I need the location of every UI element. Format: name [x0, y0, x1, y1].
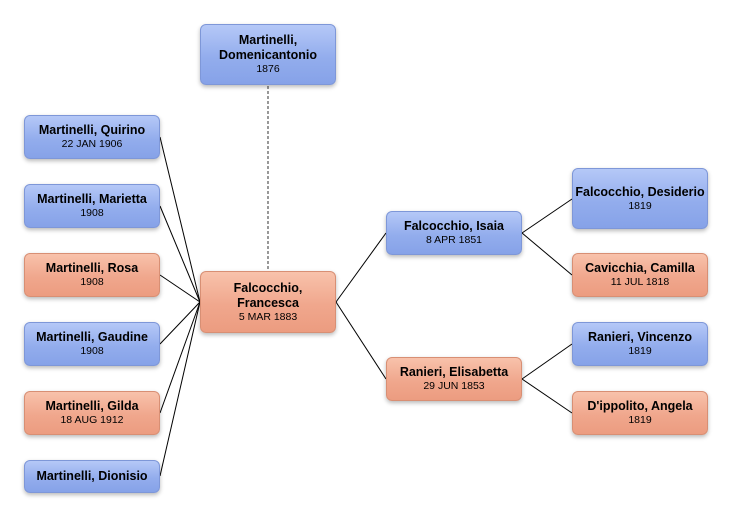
person-card-francesca-focus[interactable]: Falcocchio, Francesca 5 MAR 1883 [200, 271, 336, 333]
person-date: 1819 [628, 414, 652, 426]
person-date: 11 JUL 1818 [610, 276, 670, 288]
connector-child-rosa [159, 274, 201, 303]
person-date: 5 MAR 1883 [238, 310, 298, 323]
connector-isaia-desiderio [521, 198, 573, 234]
connector-child-dionisio [159, 301, 201, 477]
person-card-desiderio[interactable]: Falcocchio, Desiderio 1819 [572, 168, 708, 229]
connector-focus-mother [335, 301, 387, 380]
person-card-gaudine[interactable]: Martinelli, Gaudine 1908 [24, 322, 160, 366]
person-date: 1908 [80, 207, 104, 219]
connector-elisabetta-angela [521, 378, 573, 414]
person-card-rosa[interactable]: Martinelli, Rosa 1908 [24, 253, 160, 297]
person-name: Ranieri, Vincenzo [588, 330, 692, 344]
person-name: Martinelli, Gilda [45, 399, 139, 413]
person-date: 1908 [80, 345, 104, 357]
person-card-isaia[interactable]: Falcocchio, Isaia 8 APR 1851 [386, 211, 522, 255]
connector-child-gilda [159, 301, 201, 414]
person-date: 1819 [628, 345, 652, 357]
person-name: Martinelli, Dionisio [36, 469, 148, 483]
person-name: D'ippolito, Angela [587, 399, 693, 413]
person-name: Martinelli, Rosa [45, 261, 139, 275]
connector-isaia-camilla [521, 232, 573, 276]
person-name: Martinelli, Gaudine [36, 330, 148, 344]
person-date: 1819 [628, 199, 652, 212]
connector-focus-father [335, 232, 387, 303]
person-card-marietta[interactable]: Martinelli, Marietta 1908 [24, 184, 160, 228]
person-date: 22 JAN 1906 [61, 138, 123, 150]
person-card-dionisio[interactable]: Martinelli, Dionisio [24, 460, 160, 493]
person-name: Martinelli, Quirino [38, 123, 146, 137]
person-card-angela[interactable]: D'ippolito, Angela 1819 [572, 391, 708, 435]
person-name: Falcocchio, Isaia [403, 219, 505, 233]
person-date: 18 AUG 1912 [60, 414, 124, 426]
person-date: 1908 [80, 276, 104, 288]
person-card-vincenzo[interactable]: Ranieri, Vincenzo 1819 [572, 322, 708, 366]
connector-elisabetta-vincenzo [521, 343, 573, 380]
person-card-quirino[interactable]: Martinelli, Quirino 22 JAN 1906 [24, 115, 160, 159]
person-card-domenicantonio[interactable]: Martinelli, Domenicantonio 1876 [200, 24, 336, 85]
person-name: Falcocchio, Desiderio [575, 184, 705, 199]
person-name: Martinelli, Domenicantonio [219, 33, 317, 62]
person-card-elisabetta[interactable]: Ranieri, Elisabetta 29 JUN 1853 [386, 357, 522, 401]
connector-child-gaudine [159, 301, 201, 345]
person-card-camilla[interactable]: Cavicchia, Camilla 11 JUL 1818 [572, 253, 708, 297]
connector-child-marietta [159, 205, 201, 303]
person-name: Falcocchio, Francesca [233, 280, 303, 310]
person-name: Ranieri, Elisabetta [399, 365, 509, 379]
person-name: Martinelli, Marietta [37, 192, 147, 206]
person-date: 1876 [256, 63, 280, 75]
person-date: 8 APR 1851 [425, 234, 483, 246]
person-date: 29 JUN 1853 [423, 380, 485, 392]
connector-child-quirino [159, 136, 201, 303]
person-card-gilda[interactable]: Martinelli, Gilda 18 AUG 1912 [24, 391, 160, 435]
person-name: Cavicchia, Camilla [585, 261, 695, 275]
